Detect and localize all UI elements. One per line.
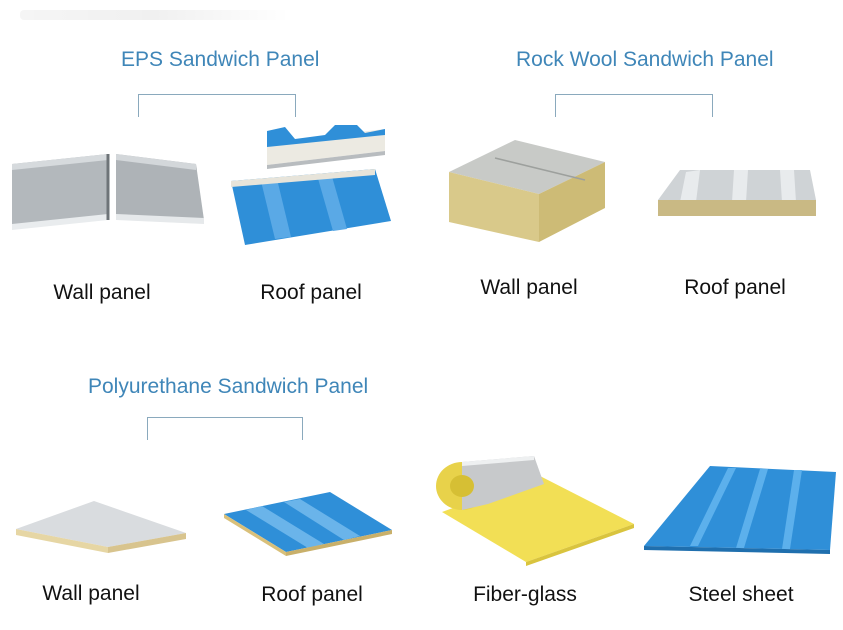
pu-wall-panel-image [10,495,190,555]
fiberglass-label: Fiber-glass [473,583,577,606]
rockwool-wall-panel-label: Wall panel [480,276,578,299]
pu-wall-panel-label: Wall panel [42,582,140,605]
eps-wall-panel-label: Wall panel [53,281,151,304]
rockwool-roof-panel-label: Roof panel [684,276,786,299]
steel-sheet-label: Steel sheet [688,583,794,606]
rockwool-group-title: Rock Wool Sandwich Panel [516,48,774,71]
rockwool-bracket [555,94,713,117]
pu-roof-panel-image [220,488,395,558]
pu-roof-panel-label: Roof panel [261,583,363,606]
fiberglass-roll-image [422,452,642,567]
faded-header-remnant [20,10,290,20]
pu-bracket [147,417,303,440]
eps-roof-panel-image [225,125,395,255]
pu-group-title: Polyurethane Sandwich Panel [88,375,369,398]
steel-sheet-image [640,462,840,557]
rockwool-roof-panel-image [650,160,820,230]
eps-bracket [138,94,296,117]
eps-group-title: EPS Sandwich Panel [121,48,320,71]
eps-roof-panel-label: Roof panel [260,281,362,304]
eps-wall-panel-image [10,150,210,240]
rockwool-wall-panel-image [445,130,615,250]
